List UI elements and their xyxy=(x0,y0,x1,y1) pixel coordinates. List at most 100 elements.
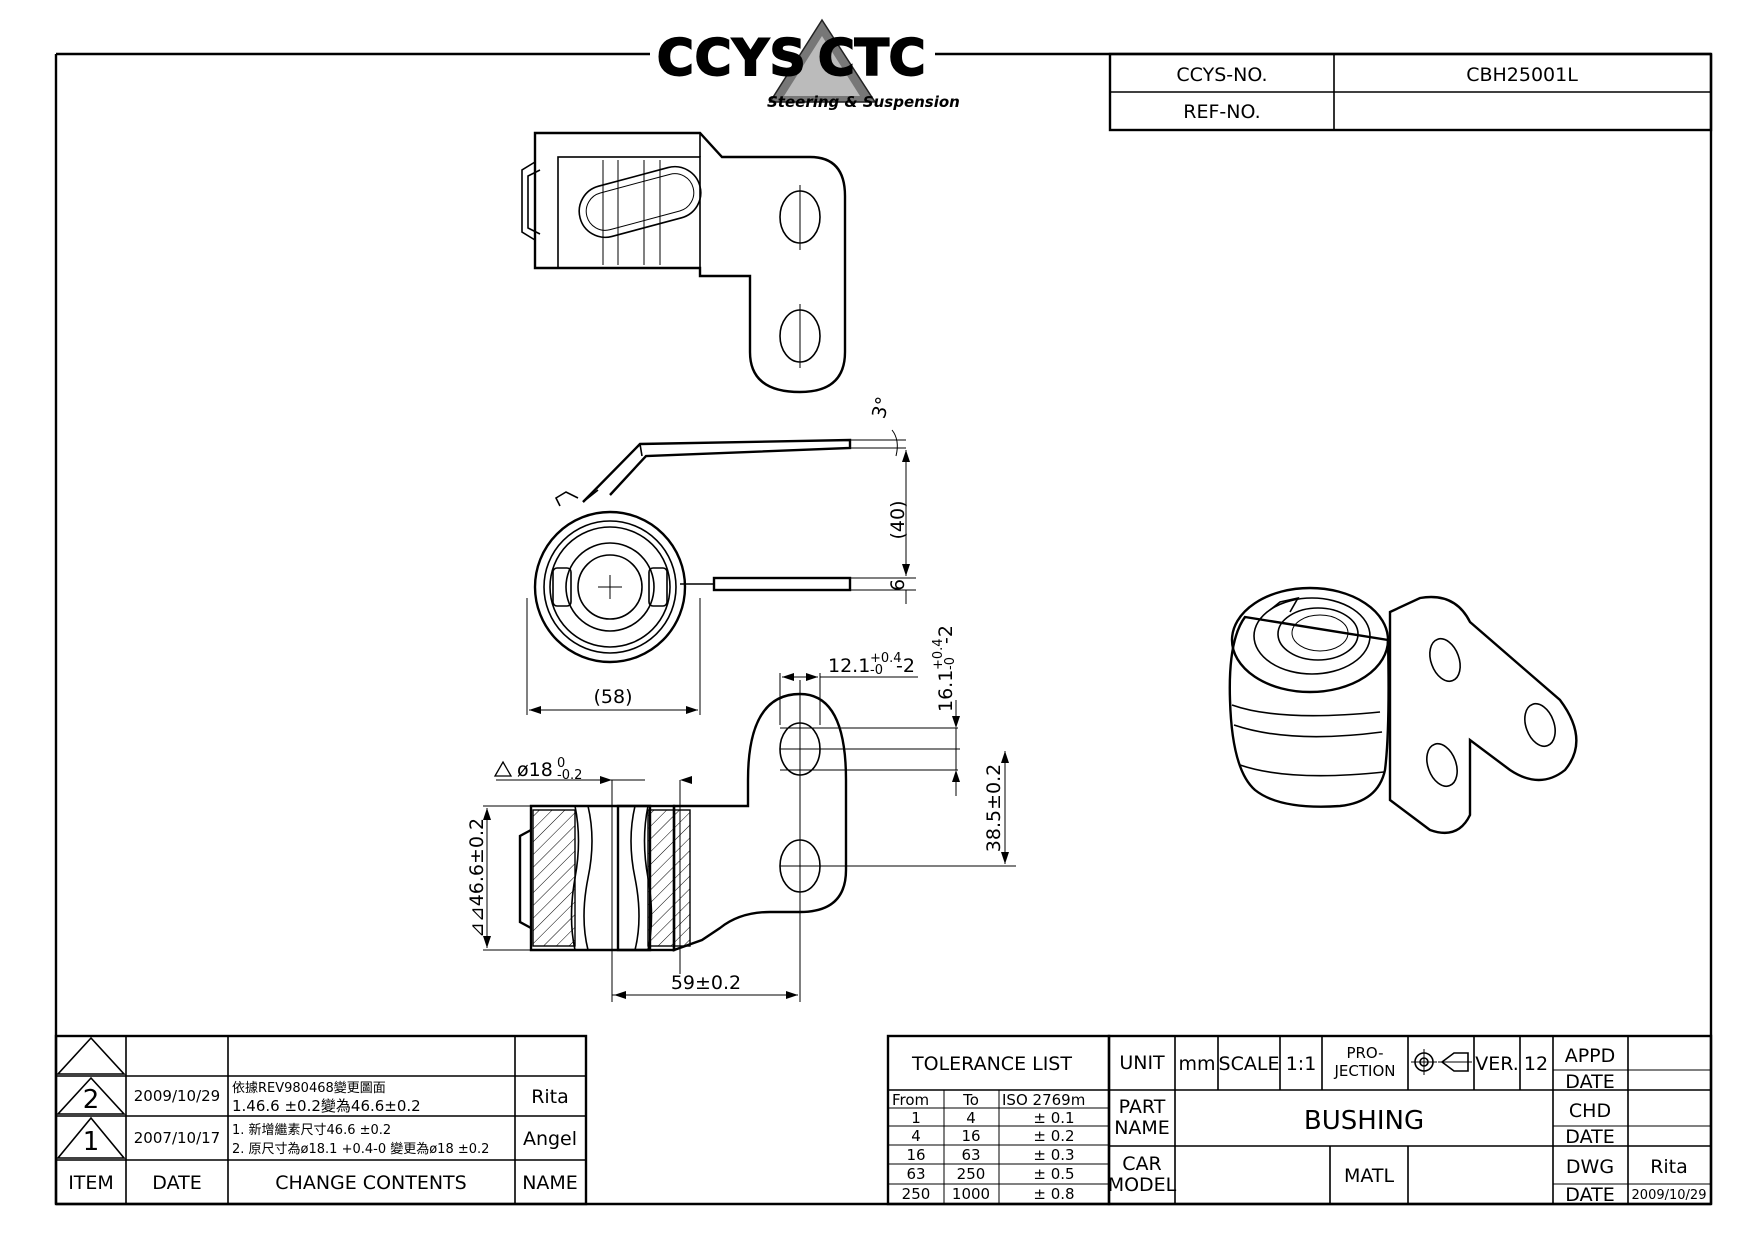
appd-date-label: DATE xyxy=(1565,1071,1614,1093)
dim-16-1-suffix: -2 xyxy=(935,625,957,644)
revision-header-contents: CHANGE CONTENTS xyxy=(275,1172,466,1194)
unit-label: UNIT xyxy=(1119,1052,1165,1074)
company-logo: CCYS CTC Steering & Suspension xyxy=(656,18,960,111)
top-view xyxy=(521,131,847,394)
tolerance-to: 16 xyxy=(961,1127,980,1145)
car-model-label-1: CAR xyxy=(1122,1153,1161,1175)
revision-row-1-line1: 1. 新增繼素尺寸46.6 ±0.2 xyxy=(232,1122,391,1138)
dim-12-1-tol-low: -0 xyxy=(870,663,883,678)
projection-label-2: JECTION xyxy=(1334,1062,1396,1080)
sheet-border xyxy=(54,52,1713,1206)
tolerance-to: 4 xyxy=(966,1109,976,1127)
tolerance-to: 63 xyxy=(961,1146,980,1164)
section-view: 12.1 +0.4 -0 -2 16.1 +0.4 -0 -2 ø18 0 -0… xyxy=(466,625,1016,1002)
tolerance-row: 16 63 ± 0.3 xyxy=(906,1146,1074,1164)
dim-12-1: 12.1 xyxy=(828,655,870,677)
revision-header-name: NAME xyxy=(522,1172,578,1194)
tolerance-value: ± 0.5 xyxy=(1033,1165,1074,1183)
ref-no-label: REF-NO. xyxy=(1183,101,1260,123)
tolerance-to: 250 xyxy=(957,1165,986,1183)
part-name-label-1: PART xyxy=(1119,1096,1166,1118)
tolerance-row: 63 250 ± 0.5 xyxy=(906,1165,1074,1183)
dim-angle: 3° xyxy=(868,394,895,421)
logo-brand-right: CTC xyxy=(818,29,926,87)
tolerance-row: 250 1000 ± 0.8 xyxy=(902,1185,1075,1203)
dwg-value: Rita xyxy=(1650,1156,1688,1178)
logo-tagline: Steering & Suspension xyxy=(767,93,960,111)
revision-row-2-line2: 1.46.6 ±0.2變為46.6±0.2 xyxy=(232,1097,421,1115)
scale-value: 1:1 xyxy=(1286,1053,1317,1075)
title-block: UNIT mm SCALE 1:1 PRO- JECTION VER. 12 A… xyxy=(1108,1034,1713,1206)
tolerance-from: 63 xyxy=(906,1165,925,1183)
dim-16-1-tol-low: -0 xyxy=(943,657,958,670)
tolerance-value: ± 0.3 xyxy=(1033,1146,1074,1164)
revision-triangle-1-icon xyxy=(56,1116,126,1159)
tolerance-col-iso: ISO 2769m xyxy=(1002,1091,1085,1109)
tolerance-col-to: To xyxy=(962,1091,979,1109)
revision-row-1-item: 1 xyxy=(83,1127,100,1157)
dim-38-5: 38.5±0.2 xyxy=(983,764,1005,852)
tolerance-row: 1 4 ± 0.1 xyxy=(911,1109,1074,1127)
dwg-label: DWG xyxy=(1566,1156,1614,1178)
tolerance-from: 4 xyxy=(911,1127,921,1145)
appd-label: APPD xyxy=(1565,1045,1616,1067)
dim-12-1-tol-up: +0.4 xyxy=(870,651,902,666)
ver-label: VER. xyxy=(1475,1053,1519,1075)
revision-header-item: ITEM xyxy=(68,1172,114,1194)
chd-date-label: DATE xyxy=(1565,1126,1614,1148)
revision-row-1-date: 2007/10/17 xyxy=(134,1129,220,1147)
projection-label-1: PRO- xyxy=(1346,1044,1383,1062)
tolerance-title: TOLERANCE LIST xyxy=(911,1053,1072,1075)
scale-label: SCALE xyxy=(1219,1053,1280,1075)
front-view: 3° (40) 6 (58) xyxy=(526,394,916,715)
ccys-no-value: CBH25001L xyxy=(1466,64,1578,86)
revision-row-2-line1: 依據REV980468變更圖面 xyxy=(232,1080,386,1096)
dim-46-6: ⊿⊿46.6±0.2 xyxy=(466,818,488,938)
dim-12-1-suffix: -2 xyxy=(896,655,915,677)
dwg-date-value: 2009/10/29 xyxy=(1632,1188,1707,1203)
dim-59: 59±0.2 xyxy=(671,972,741,994)
dim-6: 6 xyxy=(887,579,909,591)
critical-mark-icon xyxy=(493,760,513,777)
dim-18: ø18 xyxy=(517,759,553,781)
logo-brand-left: CCYS xyxy=(657,29,807,87)
revision-triangle-empty-icon xyxy=(56,1036,126,1075)
revision-table: 2 2009/10/29 依據REV980468變更圖面 1.46.6 ±0.2… xyxy=(54,1034,588,1206)
dim-18-tol-low: -0.2 xyxy=(557,768,582,783)
tolerance-row: 4 16 ± 0.2 xyxy=(911,1127,1074,1145)
tolerance-value: ± 0.1 xyxy=(1033,1109,1074,1127)
tolerance-col-from: From xyxy=(892,1091,929,1109)
dwg-date-label: DATE xyxy=(1565,1184,1614,1206)
tolerance-value: ± 0.8 xyxy=(1033,1185,1074,1203)
part-name-value: BUSHING xyxy=(1304,1106,1424,1136)
tolerance-to: 1000 xyxy=(952,1185,990,1203)
tolerance-list: TOLERANCE LIST From To ISO 2769m 1 4 ± 0… xyxy=(886,1034,1111,1206)
dim-16-1: 16.1 xyxy=(935,670,957,712)
matl-label: MATL xyxy=(1344,1165,1395,1187)
revision-row-1-line2: 2. 原尺寸為ø18.1 +0.4-0 變更為ø18 ±0.2 xyxy=(232,1141,489,1157)
revision-row-2-name: Rita xyxy=(531,1086,569,1108)
dim-58: (58) xyxy=(593,686,632,708)
revision-row-2-date: 2009/10/29 xyxy=(134,1087,220,1105)
revision-triangle-2-icon xyxy=(56,1076,126,1115)
part-name-label-2: NAME xyxy=(1114,1117,1170,1139)
car-model-label-2: MODEL xyxy=(1108,1174,1177,1196)
dim-40: (40) xyxy=(887,500,909,539)
tolerance-value: ± 0.2 xyxy=(1033,1127,1074,1145)
revision-row-2-item: 2 xyxy=(83,1085,100,1115)
header-box: CCYS-NO. CBH25001L REF-NO. xyxy=(1108,52,1713,132)
projection-symbol-icon xyxy=(1411,1049,1472,1075)
tolerance-from: 1 xyxy=(911,1109,921,1127)
chd-label: CHD xyxy=(1569,1100,1611,1122)
revision-header-date: DATE xyxy=(152,1172,201,1194)
unit-value: mm xyxy=(1178,1053,1215,1075)
tolerance-from: 16 xyxy=(906,1146,925,1164)
revision-row-1-name: Angel xyxy=(523,1128,577,1150)
dim-16-1-tol-up: +0.4 xyxy=(931,638,946,670)
tolerance-from: 250 xyxy=(902,1185,931,1203)
dim-18-tol-up: 0 xyxy=(557,756,565,771)
isometric-view xyxy=(1228,586,1578,835)
ver-value: 12 xyxy=(1524,1053,1548,1075)
ccys-no-label: CCYS-NO. xyxy=(1176,64,1267,86)
